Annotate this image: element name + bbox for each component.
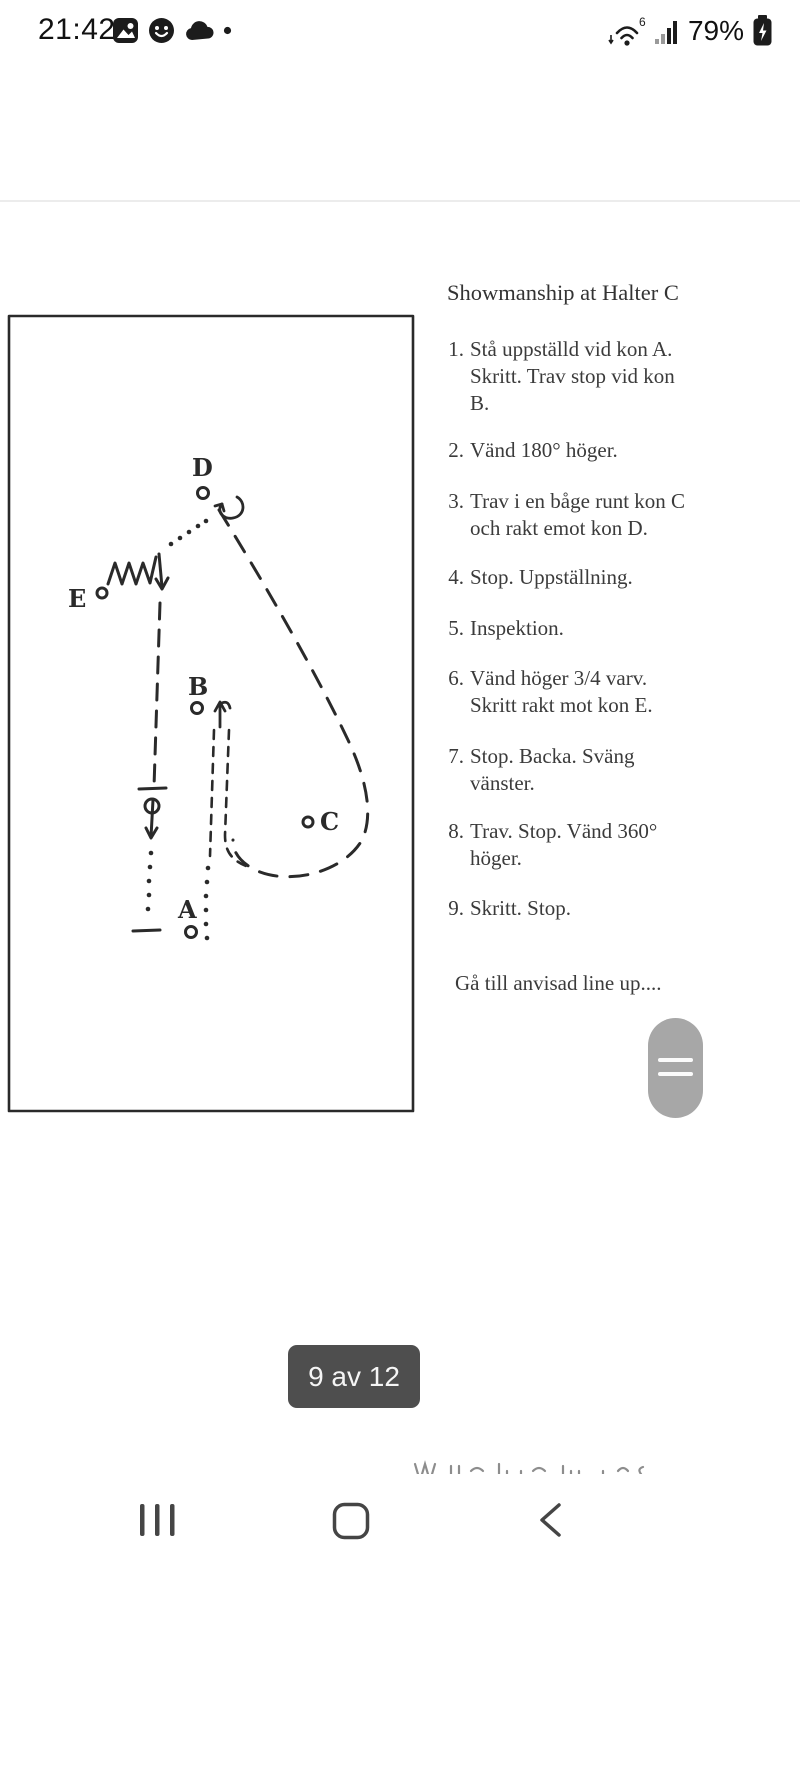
item-number: 4. <box>448 565 464 589</box>
walk-dots-left <box>145 850 154 912</box>
cones <box>95 486 315 939</box>
instruction-item-3: 3. Trav i en båge runt kon C och rakt em… <box>442 488 692 542</box>
instruction-item-7: 7. Stop. Backa. Sväng vänster. <box>442 743 692 797</box>
gallery-icon <box>113 18 138 43</box>
clipped-letter-tops <box>413 1460 645 1474</box>
back-up-track-left <box>208 728 216 858</box>
stop-tick-upper <box>137 786 168 791</box>
handle-grip-line <box>658 1058 693 1062</box>
instruction-item-2: 2. Vänd 180° höger. <box>442 437 692 464</box>
item-number: 8. <box>448 819 464 843</box>
instruction-item-5: 5. Inspektion. <box>442 615 692 642</box>
cone-label-c: C <box>320 807 339 836</box>
cone-label-b: B <box>188 672 208 701</box>
wifi-6-icon: 6 <box>608 15 646 46</box>
notification-icons <box>112 17 232 44</box>
signal-bars-icon <box>654 21 677 44</box>
back-icon <box>540 1503 561 1537</box>
item-number: 1. <box>448 337 464 361</box>
item-text: Vänd 180° höger. <box>470 438 618 462</box>
walk-dots-to-a <box>203 865 211 941</box>
smiley-icon <box>149 18 174 43</box>
turn-mark <box>143 797 161 840</box>
item-text: Trav. Stop. Vänd 360° höger. <box>470 819 658 870</box>
cone-e <box>95 586 109 600</box>
item-text: Stop. Uppställning. <box>470 565 633 589</box>
walk-dots-to-d <box>168 518 209 547</box>
backup-zigzag <box>106 555 158 586</box>
item-text: Trav i en båge runt kon C och rakt emot … <box>470 489 686 540</box>
clock-text: 21:42 <box>38 13 116 46</box>
system-icons: 6 79% <box>608 15 774 47</box>
instruction-item-6: 6. Vänd höger 3/4 varv. Skritt rakt mot … <box>442 665 692 719</box>
item-text: Vänd höger 3/4 varv. Skritt rakt mot kon… <box>470 666 653 717</box>
page-indicator: 9 av 12 <box>288 1345 420 1408</box>
cone-label-e: E <box>68 584 86 613</box>
item-text: Skritt. Stop. <box>470 896 571 920</box>
item-number: 9. <box>448 896 464 920</box>
cloud-icon <box>186 20 214 40</box>
instruction-item-1: 1. Stå uppställd vid kon A. Skritt. Trav… <box>442 336 692 417</box>
arena-border <box>7 314 415 1113</box>
cone-label-d: D <box>192 453 213 482</box>
svg-text:6: 6 <box>639 15 646 29</box>
cone-b <box>190 701 204 715</box>
pattern-diagram: D E B C A <box>7 314 415 1113</box>
item-text: Stå uppställd vid kon A. Skritt. Trav st… <box>470 337 675 415</box>
item-number: 7. <box>448 744 464 768</box>
trot-arc-path <box>217 508 370 879</box>
item-text: Stop. Backa. Sväng vänster. <box>470 744 635 795</box>
status-bar: 21:42 6 <box>0 0 800 60</box>
stop-tick-lower <box>131 928 162 933</box>
instruction-item-8: 8. Trav. Stop. Vänd 360° höger. <box>442 818 692 872</box>
home-button[interactable] <box>332 1502 370 1540</box>
item-number: 2. <box>448 438 464 462</box>
recent-apps-button[interactable] <box>139 1503 177 1537</box>
down-arrow <box>154 552 170 591</box>
page-title: Showmanship at Halter C <box>447 280 679 305</box>
lineup-note: Gå till anvisad line up.... <box>455 971 662 995</box>
item-text: Inspektion. <box>470 616 564 640</box>
cone-d <box>196 486 210 500</box>
cone-a <box>184 925 198 939</box>
battery-charging-icon <box>753 15 772 46</box>
item-number: 6. <box>448 666 464 690</box>
turn-curl-d <box>213 495 245 520</box>
instruction-item-9: 9. Skritt. Stop. <box>442 895 692 922</box>
back-up-track-right <box>223 728 248 868</box>
page-indicator-text: 9 av 12 <box>308 1360 400 1392</box>
scrollbar-handle[interactable] <box>648 1018 703 1118</box>
toolbar-separator <box>0 200 800 202</box>
notification-dot-icon <box>223 26 232 35</box>
walk-line-left <box>152 601 162 789</box>
instruction-item-4: 4. Stop. Uppställning. <box>442 564 692 591</box>
home-icon <box>332 1502 370 1540</box>
battery-percent-text: 79% <box>687 15 744 46</box>
cone-c <box>301 815 315 829</box>
back-button[interactable] <box>536 1503 564 1537</box>
item-number: 3. <box>448 489 464 513</box>
item-number: 5. <box>448 616 464 640</box>
up-arrow-b <box>213 700 232 729</box>
recent-apps-icon <box>140 1504 175 1536</box>
cone-label-a: A <box>177 895 197 924</box>
partial-next-page-text <box>413 1459 648 1474</box>
handle-grip-line <box>658 1072 693 1076</box>
